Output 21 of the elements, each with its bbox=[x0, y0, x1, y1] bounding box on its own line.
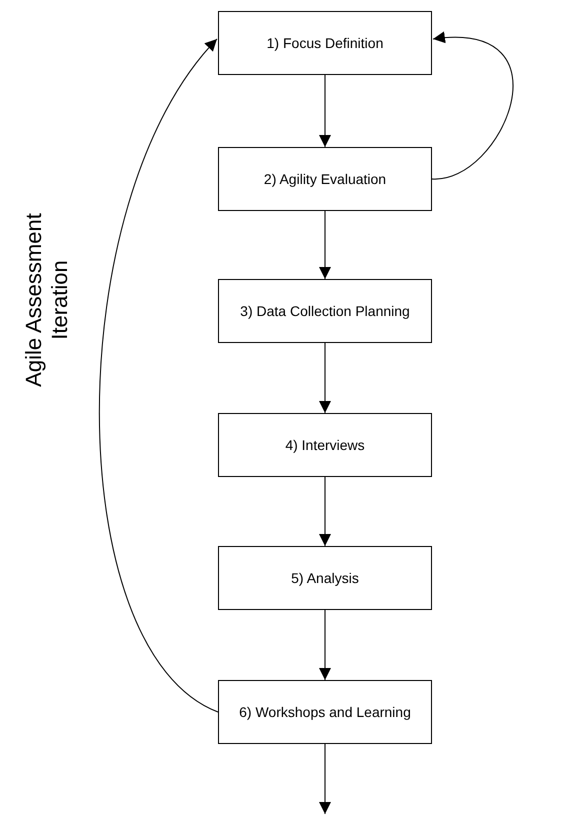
arrow bbox=[319, 342, 331, 414]
arrow bbox=[319, 744, 331, 814]
process-box bbox=[218, 413, 432, 477]
process-box bbox=[218, 147, 432, 211]
process-box bbox=[218, 546, 432, 610]
step-label: 6) Workshops and Learning bbox=[239, 704, 411, 720]
process-box bbox=[218, 11, 432, 75]
loop-label: Agile Assessment Iteration bbox=[21, 212, 73, 389]
arrow bbox=[319, 610, 331, 680]
step-label: 5) Analysis bbox=[291, 570, 359, 586]
arrow bbox=[319, 74, 331, 148]
arrow bbox=[432, 32, 514, 180]
arrow bbox=[319, 476, 331, 546]
step-label: 4) Interviews bbox=[285, 437, 365, 453]
step-label: 3) Data Collection Planning bbox=[240, 303, 410, 319]
process-box bbox=[218, 680, 432, 744]
arrow bbox=[98, 38, 218, 712]
process-box bbox=[218, 279, 432, 343]
step-label: 1) Focus Definition bbox=[266, 35, 384, 51]
step-label: 2) Agility Evaluation bbox=[264, 171, 386, 187]
arrow bbox=[319, 210, 331, 280]
